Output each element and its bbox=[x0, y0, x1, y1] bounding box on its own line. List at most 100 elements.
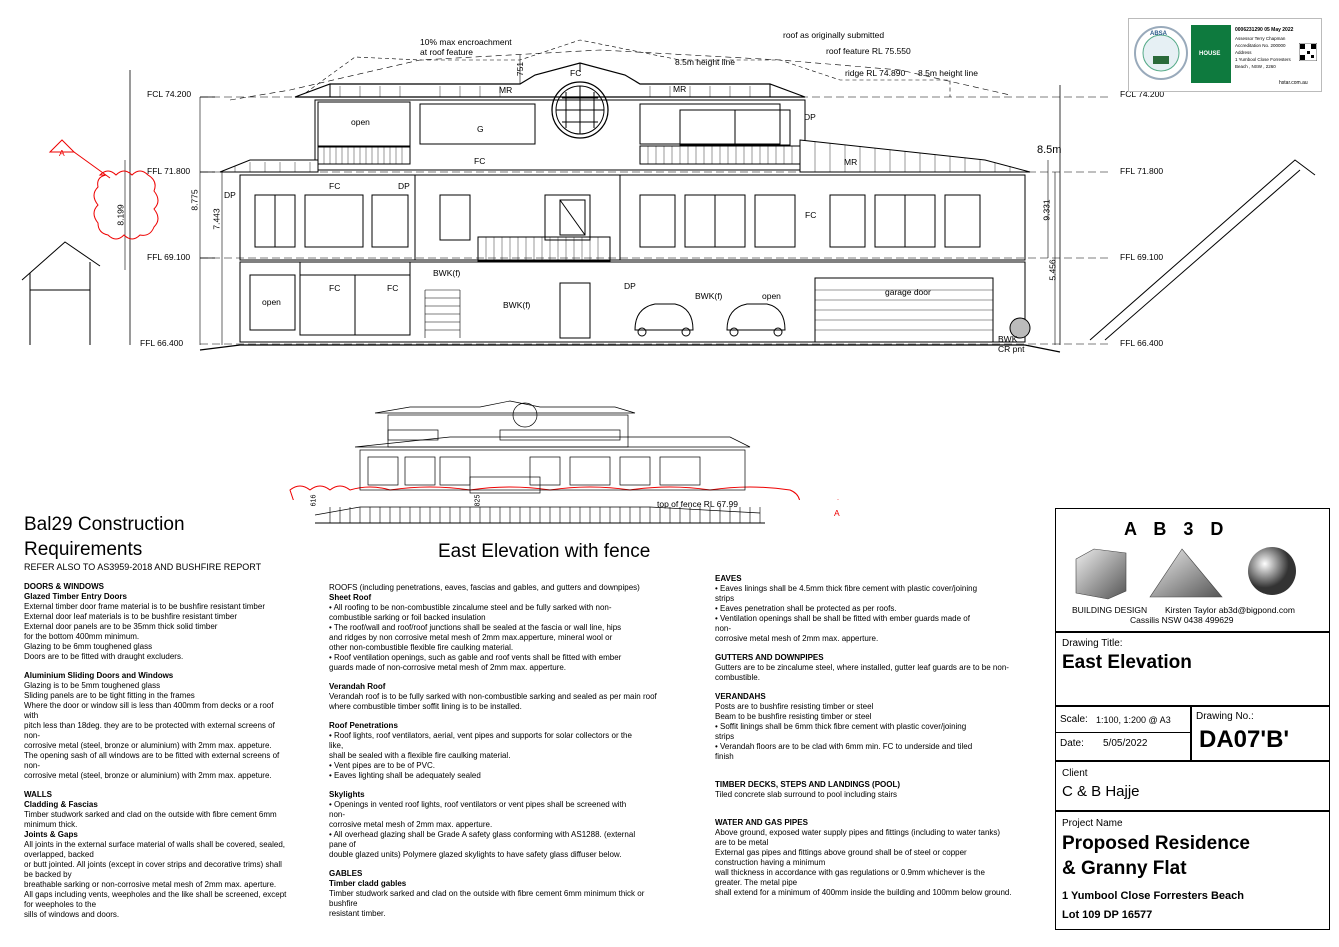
stamp-line-3: Accreditation No. 200000 bbox=[1235, 43, 1286, 48]
note-heading: Sheet Roof bbox=[329, 593, 372, 602]
dim-5456: 5.456 bbox=[1047, 259, 1058, 281]
qr-code-icon bbox=[1299, 43, 1317, 61]
label-bwkf-1: BWK(f) bbox=[433, 268, 461, 278]
designer-contact: Kirsten Taylor ab3d@bigpond.com bbox=[1165, 605, 1295, 615]
note-gap bbox=[715, 809, 1045, 818]
notes-column-eaves: EAVES• Eaves linings shall be 4.5mm thic… bbox=[715, 574, 1045, 898]
note-encroach-2: at roof feature bbox=[420, 47, 473, 57]
note-height-line-a: 8.5m height line bbox=[675, 57, 736, 67]
note-line: corrosive metal (steel, bronze or alumin… bbox=[24, 771, 272, 780]
drawing-no: DA07'B' bbox=[1199, 726, 1290, 753]
designer-town: Cassilis NSW 0438 499629 bbox=[1130, 615, 1234, 625]
note-line: • Vent pipes are to be of PVC. bbox=[329, 761, 435, 770]
note-line: ROOFS (including penetrations, eaves, fa… bbox=[329, 583, 640, 592]
label-garage-door: garage door bbox=[885, 287, 931, 297]
note-line: External door panels are to be 35mm thic… bbox=[24, 622, 218, 631]
note-line: double glazed units) Polymere glazed sky… bbox=[329, 850, 622, 859]
absa-seal-icon bbox=[1134, 26, 1188, 80]
bal-title-2: Requirements bbox=[24, 539, 143, 560]
notes-column-roofs: ROOFS (including penetrations, eaves, fa… bbox=[329, 583, 704, 919]
note-line: guards made of non-corrosive metal mesh … bbox=[329, 663, 566, 672]
stamp-line-6: Beach , NSW , 2260 bbox=[1235, 64, 1276, 69]
label-bwkf-3: BWK(f) bbox=[695, 291, 723, 301]
note-gap bbox=[24, 781, 324, 790]
label-dp-4: DP bbox=[624, 281, 636, 291]
stamp-line-1: 0006231290 05 May 2022 bbox=[1235, 27, 1294, 33]
note-height-line-b: 8.5m height line bbox=[918, 68, 979, 78]
note-line: Tiled concrete slab surround to pool inc… bbox=[715, 790, 898, 799]
label-dp-1: DP bbox=[804, 112, 816, 122]
level-ffl691-left: FFL 69.100 bbox=[147, 252, 191, 262]
client-label: Client bbox=[1062, 768, 1088, 779]
note-line: • Verandah floors are to be clad with 6m… bbox=[715, 742, 973, 751]
east-elevation-drawing bbox=[21, 39, 1316, 500]
note-line: corrosive metal (steel, bronze or alumin… bbox=[24, 741, 272, 750]
note-line: overlapped, backed bbox=[24, 850, 94, 859]
label-fc-3: FC bbox=[329, 181, 341, 191]
divider bbox=[1056, 732, 1191, 733]
note-gap bbox=[329, 781, 704, 790]
note-line: strips bbox=[715, 594, 735, 603]
label-open-3: open bbox=[762, 291, 781, 301]
note-line: non- bbox=[715, 624, 732, 633]
bal-title-1: Bal29 Construction bbox=[24, 514, 185, 535]
note-gap bbox=[329, 860, 704, 869]
note-heading: VERANDAHS bbox=[715, 692, 766, 701]
dim-7443: 7.443 bbox=[211, 208, 222, 230]
note-line: combustible sarking or foil backed insul… bbox=[329, 613, 486, 622]
note-line: Gutters are to be zincalume steel, where… bbox=[715, 663, 1009, 672]
note-heading: Cladding & Fascias bbox=[24, 800, 98, 809]
note-line: where combustible timber soffit lining i… bbox=[329, 702, 522, 711]
stamp-line-4: Address bbox=[1235, 50, 1252, 55]
house-text: HOUSE bbox=[1199, 51, 1221, 57]
note-line: and ridges by non corrosive metal mesh o… bbox=[329, 633, 613, 642]
scale-value: 1:100, 1:200 @ A3 bbox=[1096, 715, 1171, 725]
note-line: corrosive metal mesh of 2mm max. appertu… bbox=[715, 634, 879, 643]
note-fence-rl: top of fence RL 67.99 bbox=[657, 499, 738, 509]
note-line: • All roofing to be non-combustible zinc… bbox=[329, 603, 612, 612]
label-open-1: open bbox=[351, 117, 370, 127]
project-lot: Lot 109 DP 16577 bbox=[1062, 909, 1153, 921]
note-line: pane of bbox=[329, 840, 356, 849]
note-line: • All overhead glazing shall be Grade A … bbox=[329, 830, 636, 839]
dim-9331: 9.331 bbox=[1041, 199, 1052, 221]
note-line: Glazing is to be 5mm toughened glass bbox=[24, 681, 161, 690]
note-line: construction having a minimum bbox=[715, 858, 826, 867]
note-line: The opening sash of all windows are to b… bbox=[24, 751, 280, 760]
note-line: Glazing to be 6mm toughened glass bbox=[24, 642, 153, 651]
note-line: like, bbox=[329, 741, 344, 750]
scale-date-panel: Scale: 1:100, 1:200 @ A3 Date: 5/05/2022 bbox=[1055, 705, 1192, 762]
label-open-2: open bbox=[262, 297, 281, 307]
note-line: for weepholes to the bbox=[24, 900, 97, 909]
note-heading: Skylights bbox=[329, 790, 365, 799]
note-line: Timber studwork sarked and clad on the o… bbox=[24, 810, 277, 819]
note-line: for the bottom 400mm minimum. bbox=[24, 632, 140, 641]
date-label: Date: bbox=[1060, 738, 1084, 749]
label-fc-2: FC bbox=[474, 156, 486, 166]
note-line: wall thickness in accordance with gas re… bbox=[715, 868, 985, 877]
note-heading: TIMBER DECKS, STEPS AND LANDINGS (POOL) bbox=[715, 780, 901, 789]
level-ffl718-right: FFL 71.800 bbox=[1120, 166, 1164, 176]
bal-refer: REFER ALSO TO AS3959-2018 AND BUSHFIRE R… bbox=[24, 562, 262, 572]
dim-8775: 8.775 bbox=[189, 189, 200, 211]
note-line: non- bbox=[24, 731, 41, 740]
note-gap bbox=[715, 644, 1045, 653]
note-line: non- bbox=[329, 810, 346, 819]
note-heading: Timber cladd gables bbox=[329, 879, 407, 888]
absa-text: ABSA bbox=[1150, 31, 1168, 37]
label-mr-2: MR bbox=[673, 84, 687, 94]
note-line: • The roof/wall and roof/roof junctions … bbox=[329, 623, 622, 632]
note-line: shall be sealed with a flexible fire cau… bbox=[329, 751, 511, 760]
note-line: Timber studwork sarked and clad on the o… bbox=[329, 889, 645, 898]
note-line: All joints in the external surface mater… bbox=[24, 840, 286, 849]
note-line: minimum thick. bbox=[24, 820, 78, 829]
label-g: G bbox=[477, 124, 484, 134]
note-line: • Roof ventilation openings, such as gab… bbox=[329, 653, 622, 662]
note-heading: WALLS bbox=[24, 790, 52, 799]
revision-a-right: A bbox=[834, 508, 840, 518]
label-dp-3: DP bbox=[398, 181, 410, 191]
note-line: Posts are to bushfire resisting timber o… bbox=[715, 702, 874, 711]
stamp-line-5: 1 Yumbool Close Forresters bbox=[1235, 57, 1291, 62]
note-gap bbox=[329, 673, 704, 682]
scale-label: Scale: bbox=[1060, 714, 1088, 725]
